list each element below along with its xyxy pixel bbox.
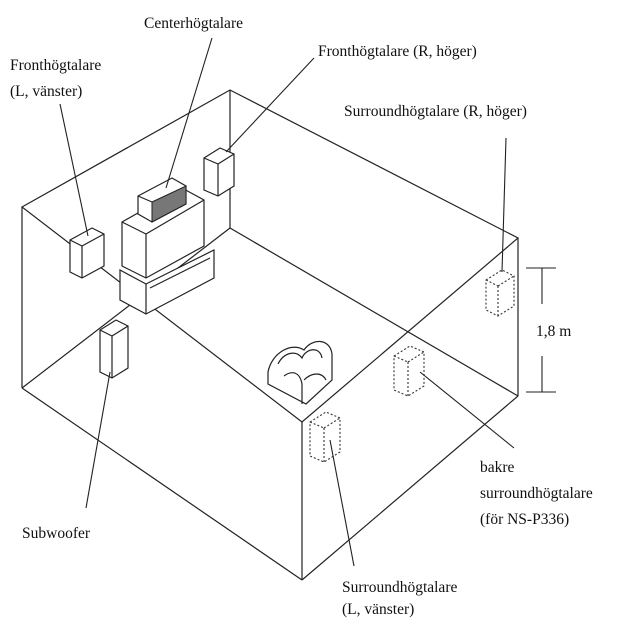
label-front-left-line1: Fronthögtalare: [10, 57, 101, 74]
rear-surround-speaker: [393, 345, 425, 397]
label-rear-line3: (för NS-P336): [480, 511, 569, 528]
label-front-left-line2: (L, vänster): [10, 83, 82, 100]
armchair: [267, 340, 333, 405]
room-box: [20, 89, 520, 581]
front-right-speaker: [203, 147, 235, 197]
height-dimension: [526, 267, 556, 393]
label-rear-line1: bakre: [480, 459, 515, 476]
label-subwoofer: Subwoofer: [22, 525, 91, 542]
subwoofer: [99, 319, 129, 379]
surround-left-speaker: [309, 411, 341, 463]
label-height: 1,8 m: [536, 323, 571, 340]
center-speaker: [137, 177, 187, 223]
label-center-speaker: Centerhögtalare: [144, 15, 243, 32]
label-rear-line2: surroundhögtalare: [480, 485, 593, 502]
front-left-speaker: [69, 227, 105, 279]
leader-lines: [59, 37, 515, 567]
label-surround-left-line1: Surroundhögtalare: [342, 579, 457, 596]
label-surround-right-speaker: Surroundhögtalare (R, höger): [344, 103, 527, 120]
surround-right-speaker: [485, 269, 515, 317]
label-front-right-speaker: Fronthögtalare (R, höger): [318, 43, 477, 60]
label-surround-left-line2: (L, vänster): [342, 601, 414, 618]
